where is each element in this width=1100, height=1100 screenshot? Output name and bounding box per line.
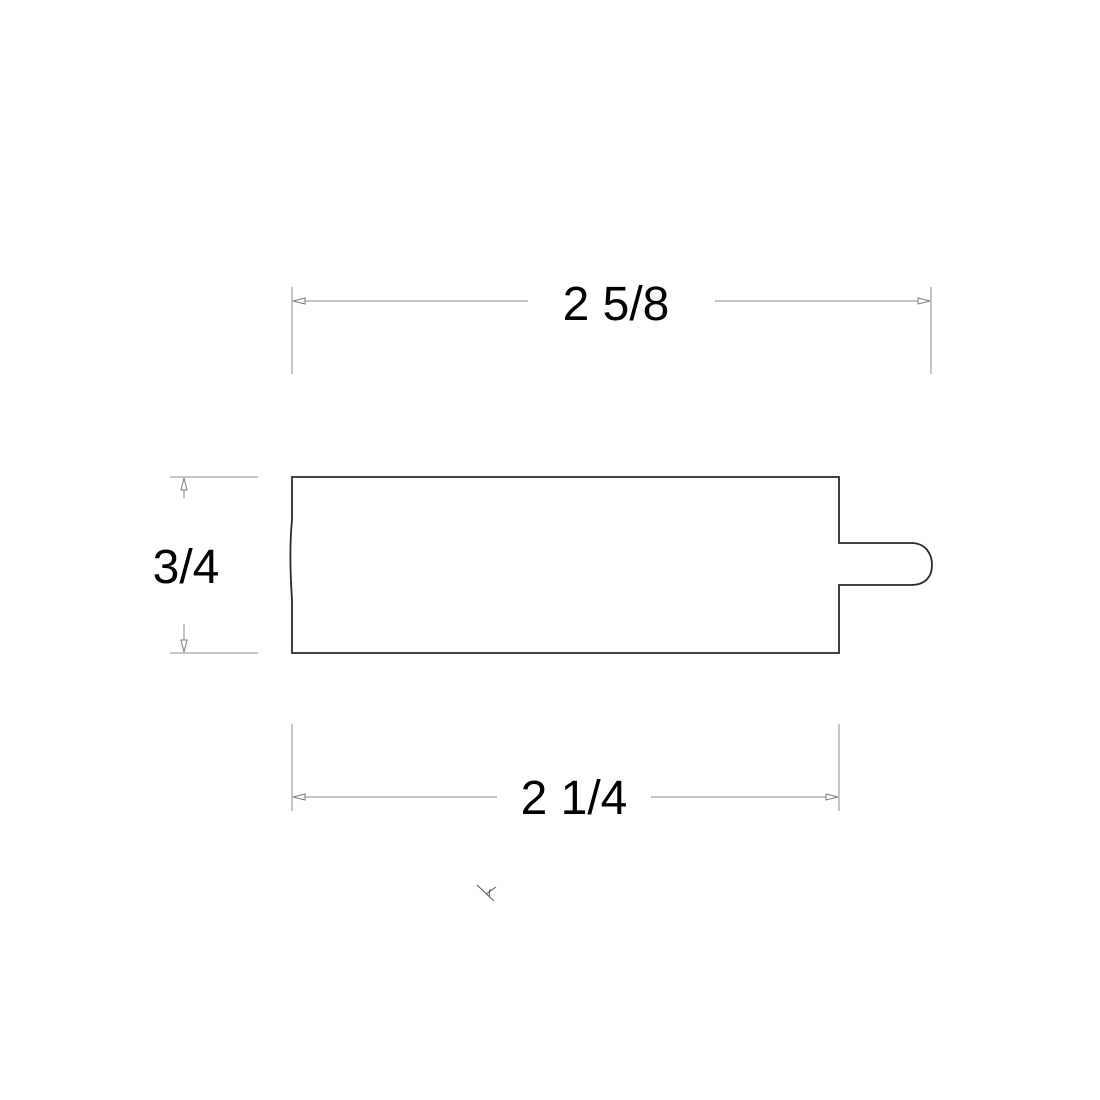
body-width-label: 2 1/4 <box>521 772 628 825</box>
body-width-arrow-right <box>825 793 839 801</box>
thickness-arrow-bottom <box>180 639 188 653</box>
body-width-arrow-left <box>292 793 306 801</box>
overall-width-arrow-right <box>917 297 931 305</box>
stray-mark <box>476 884 497 902</box>
thickness-dimension: 3/4 <box>153 476 258 654</box>
molding-profile-outline <box>289 476 933 654</box>
overall-width-label: 2 5/8 <box>563 278 670 331</box>
body-width-dimension: 2 1/4 <box>291 724 840 825</box>
overall-width-dimension: 2 5/8 <box>291 278 932 374</box>
thickness-label: 3/4 <box>153 541 220 594</box>
overall-width-arrow-left <box>292 297 306 305</box>
thickness-arrow-top <box>180 477 188 491</box>
